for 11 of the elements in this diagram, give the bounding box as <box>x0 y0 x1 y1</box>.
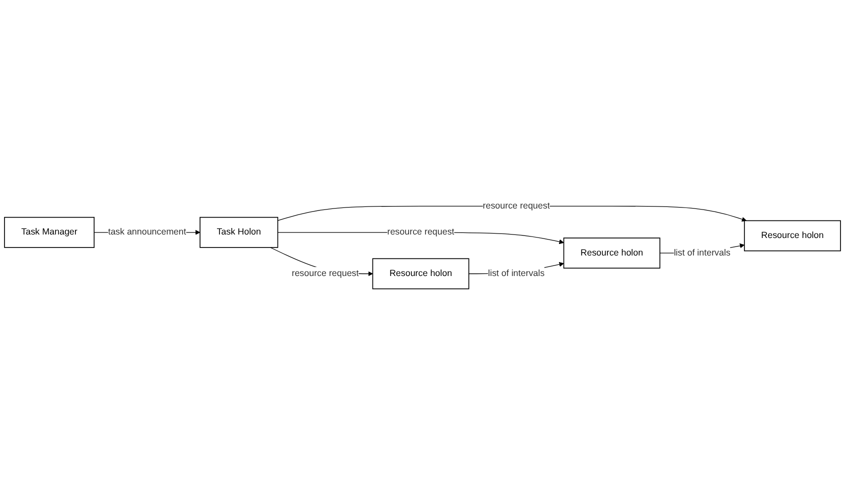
edge-label: resource request <box>387 228 454 238</box>
edge-label: list of intervals <box>674 248 730 258</box>
edge-label: task announcement <box>108 228 186 238</box>
node-box: Resource holon <box>744 220 841 252</box>
edge-label: list of intervals <box>488 269 545 279</box>
node-box: Resource holon <box>372 258 470 290</box>
node-box: Task Holon <box>200 217 278 248</box>
edge-label: resource request <box>292 269 359 279</box>
node-box: Resource holon <box>563 238 660 269</box>
node-box: Task Manager <box>4 217 95 248</box>
edge-label: resource request <box>482 202 550 211</box>
